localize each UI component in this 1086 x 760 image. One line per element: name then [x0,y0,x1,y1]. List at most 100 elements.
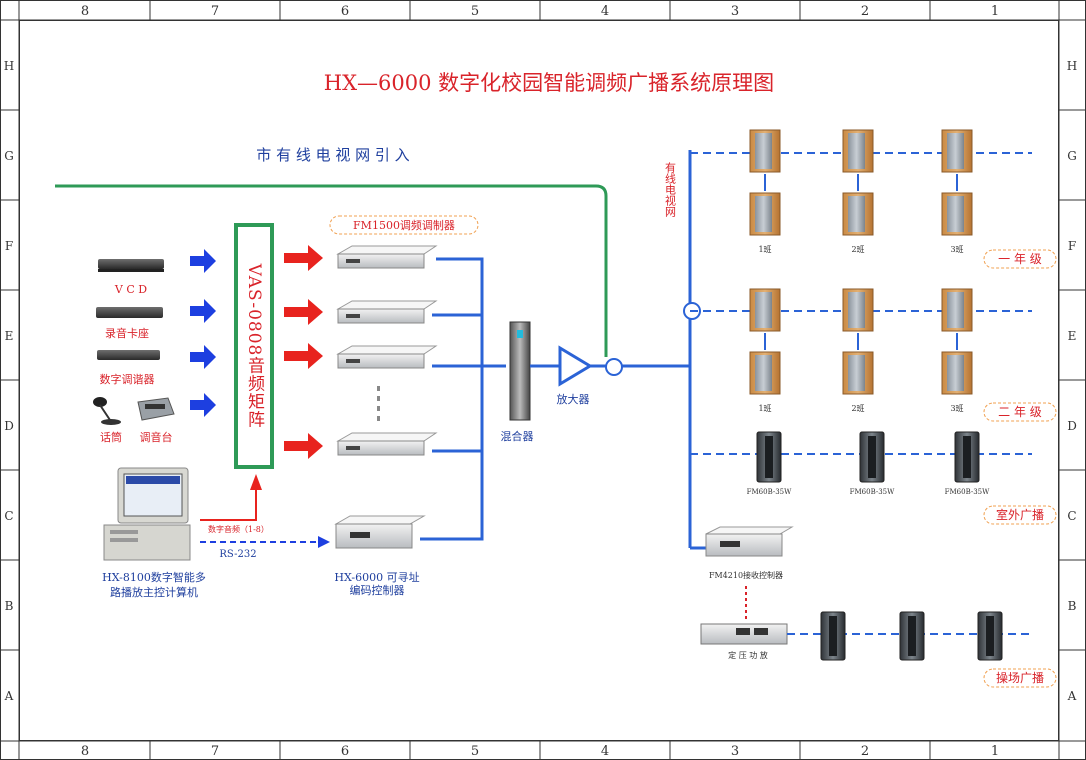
grade1-speakers: 1班 2班 3班 [690,129,1032,254]
cable-net-vertical-label: 有线电视网 [664,161,677,218]
audio-matrix [234,223,274,469]
column-tick-top: 2 [861,4,869,19]
classroom-speaker [842,288,874,332]
class-label: 1班 [758,244,771,254]
classroom-speaker [941,351,973,395]
classroom-speaker [842,129,874,173]
playground-speakers [820,611,1003,661]
classroom-speaker [749,192,781,236]
row-tick-left: G [4,149,14,163]
row-tick-left: E [5,329,14,343]
encoder-device: HX-6000 可寻址 编码控制器 [334,515,426,597]
outdoor-box [983,505,1057,525]
grade1-box [983,249,1057,269]
fm-modulator-box [329,215,479,235]
row-tick-left: C [4,509,13,523]
classroom-speaker [941,288,973,332]
source-microphone: 话筒 [93,397,122,444]
source-mixing-console: 调音台 [137,397,175,444]
rs232-label: RS-232 [219,549,256,560]
output-arrows [284,245,323,459]
modulator-bus [420,257,506,541]
class-label: 2班 [851,244,864,254]
row-tick-right: B [1068,599,1077,613]
column-tick-top: 3 [731,4,739,19]
mixer-label: 混合器 [501,429,534,443]
encoder-label-1: HX-6000 可寻址 [334,570,419,584]
classroom-speaker [749,129,781,173]
class-label: 1班 [758,403,771,413]
row-tick-right: D [1067,419,1077,433]
mixer-device [509,321,531,421]
cable-tv-label: 市 有 线 电 视 网 引 入 [256,146,409,164]
column-tick-top: 5 [471,4,479,19]
fm-modulator-unit [336,300,438,324]
row-tick-right: A [1067,689,1077,703]
vcd-label: V C D [114,283,147,296]
classroom-speaker [941,192,973,236]
column-speaker [899,611,925,661]
column-tick-bottom: 7 [211,744,219,759]
outdoor-speaker-label: FM60B-35W [850,488,895,496]
row-tick-right: C [1067,509,1076,523]
source-vcd: V C D [98,259,164,296]
column-speaker [954,431,980,483]
input-arrows [190,249,216,417]
receiver-label: FM4210接收控制器 [709,570,783,580]
source-tuner: 数字调谐器 [97,350,160,386]
column-tick-bottom: 8 [81,744,89,759]
grade2-box [983,402,1057,422]
grade1-label: 一 年 级 [998,252,1042,266]
column-speaker [756,431,782,483]
row-tick-right: G [1067,149,1077,163]
digital-audio-link [200,488,257,521]
column-speaker [977,611,1003,661]
column-tick-bottom: 1 [991,744,999,759]
row-tick-right: H [1067,59,1077,73]
computer-label-1: HX-8100数字智能多 [102,570,206,584]
receiver-device: FM4210接收控制器 [705,526,794,580]
amplifier-symbol [558,345,593,387]
column-speaker [820,611,846,661]
playground-box [983,668,1057,688]
fm-modulator-label: FM1500调频调制器 [353,218,455,232]
column-speaker [859,431,885,483]
control-computer: HX-8100数字智能多 路播放主控计算机 [102,467,206,599]
outdoor-speaker-label: FM60B-35W [945,488,990,496]
column-tick-top: 8 [81,4,89,19]
class-label: 2班 [851,403,864,413]
column-tick-bottom: 4 [601,744,609,759]
class-label: 3班 [950,403,963,413]
playground-label: 操场广播 [996,670,1044,685]
column-tick-top: 6 [341,4,349,19]
class-label: 3班 [950,244,963,254]
modulator-stack [336,245,438,456]
classroom-speaker [941,129,973,173]
row-tick-left: B [5,599,14,613]
tuner-label: 数字调谐器 [100,372,155,386]
cable-tv-line [55,184,608,357]
console-label: 调音台 [140,430,173,444]
column-tick-bottom: 5 [471,744,479,759]
fm-modulator-unit [336,345,438,369]
diagram-title: HX—6000 数字化校园智能调频广播系统原理图 [324,71,774,95]
junction-node [605,358,623,376]
fm-modulator-unit [336,245,438,269]
row-tick-left: F [5,239,13,253]
matrix-label: VAS-0808音频矩阵 [244,263,265,429]
ellipsis-dots [377,386,380,421]
row-tick-right: E [1068,329,1077,343]
classroom-speaker [749,351,781,395]
microphone-label: 话筒 [100,430,122,444]
classroom-speaker [842,351,874,395]
digital-audio-label: 数字音频（1-8） [208,524,269,534]
row-tick-left: D [4,419,14,433]
computer-label-2: 路播放主控计算机 [110,585,198,599]
pa-label: 定 压 功 放 [728,650,768,660]
grade2-speakers: 1班 2班 3班 [690,288,1032,413]
pa-amplifier: 定 压 功 放 [700,623,788,660]
source-cassette: 录音卡座 [96,307,163,340]
cassette-label: 录音卡座 [105,326,149,340]
